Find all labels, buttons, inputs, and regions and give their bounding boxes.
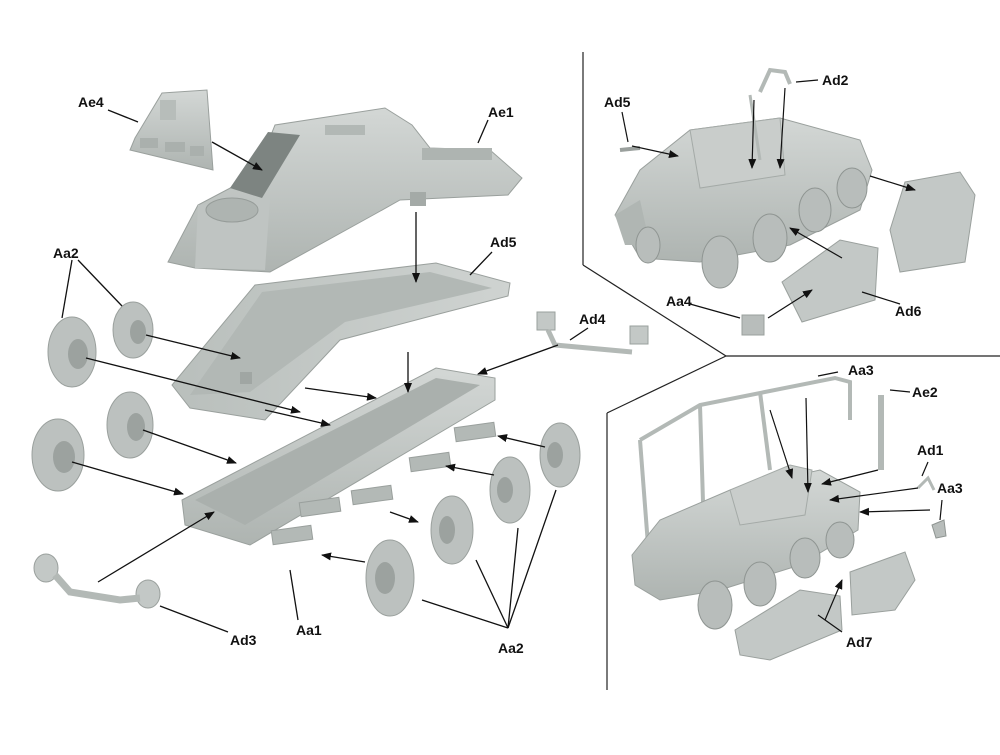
part-aa1	[181, 367, 497, 546]
leader-ae2	[889, 389, 911, 393]
divider-bottom-diagonal	[606, 355, 727, 414]
label-ad2: Ad2	[822, 72, 849, 88]
label-aa3-top: Aa3	[848, 362, 874, 378]
arrow-wheel-1	[145, 334, 241, 360]
leader-aa2-a	[61, 259, 73, 319]
wheel	[112, 301, 154, 359]
label-aa2-left: Aa2	[53, 245, 79, 261]
label-aa2-bottom: Aa2	[498, 640, 524, 656]
arrow-aa3-top-a	[769, 409, 794, 479]
leader-ad1	[921, 461, 929, 477]
leader-ad4	[569, 327, 589, 341]
arrow-ae4-to-ae1	[211, 141, 263, 171]
label-ad1: Ad1	[917, 442, 944, 458]
inset-top-vehicle	[614, 67, 976, 336]
arrow-wheel-4	[71, 461, 184, 496]
leader-ae1	[477, 119, 489, 144]
wheel	[47, 316, 97, 388]
arrow-aa3-right	[859, 507, 931, 516]
label-ad5-main: Ad5	[490, 234, 517, 250]
leader-ad5-inset	[621, 111, 629, 143]
label-ae4: Ae4	[78, 94, 104, 110]
arrow-ad4	[477, 344, 559, 375]
arrow-aa4	[767, 289, 813, 319]
leader-aa4	[689, 303, 741, 319]
arrow-ad3	[97, 511, 215, 583]
arrow-ad5-to-chassis	[304, 387, 377, 401]
leader-ad7	[817, 614, 843, 633]
leader-lines-top-inset	[621, 79, 916, 319]
leader-lines-bottom-inset	[769, 371, 943, 633]
leader-aa2-b	[77, 259, 123, 307]
label-aa1: Aa1	[296, 622, 322, 638]
label-aa3-right: Aa3	[937, 480, 963, 496]
arrow-ad6	[789, 227, 843, 259]
wheel	[365, 539, 415, 617]
leader-aa3-top	[817, 371, 839, 377]
arrow-ad7	[824, 579, 843, 621]
leader-ad3	[159, 605, 229, 633]
divider-top-diagonal	[582, 264, 727, 357]
part-ad5	[171, 262, 511, 421]
part-ae1	[167, 107, 523, 273]
label-aa4: Aa4	[666, 293, 692, 309]
wheel	[106, 391, 154, 459]
leader-aa2-f	[507, 489, 557, 629]
part-ae4	[129, 89, 214, 171]
part-ad4	[536, 311, 649, 355]
leader-aa2-e	[507, 527, 519, 629]
leader-ae4	[107, 109, 139, 123]
arrow-wheel-6	[445, 463, 495, 476]
arrow-aa3-top-b	[803, 397, 812, 493]
arrow-ad5-inset	[631, 145, 679, 158]
wheel	[430, 495, 474, 565]
wheel	[539, 422, 581, 488]
label-ad5-inset: Ad5	[604, 94, 631, 110]
wheels-aa2	[31, 301, 581, 617]
arrow-ad1	[829, 487, 919, 503]
label-ae1: Ae1	[488, 104, 514, 120]
inset-bottom-vehicle	[631, 375, 947, 661]
leader-aa2-c	[421, 599, 509, 629]
arrow-ad6-b	[869, 175, 916, 192]
arrow-wheel-7	[389, 511, 419, 523]
label-ad3: Ad3	[230, 632, 257, 648]
leader-ad6	[861, 291, 901, 305]
leader-aa2-d	[475, 559, 509, 629]
label-ad4: Ad4	[579, 311, 606, 327]
label-ad6: Ad6	[895, 303, 922, 319]
arrow-wheel-5	[497, 434, 546, 448]
wheel	[489, 456, 531, 524]
leader-aa3-right	[939, 499, 943, 521]
arrow-ad5-lower	[264, 409, 331, 427]
arrow-wheel-8	[321, 552, 366, 563]
part-ad3	[33, 553, 161, 609]
leader-lines-main	[61, 109, 589, 633]
arrow-wheel-3	[142, 429, 237, 464]
leader-ad5	[469, 251, 493, 276]
panel-dividers	[582, 52, 1000, 690]
label-ad7: Ad7	[846, 634, 873, 650]
arrow-ad2-b	[748, 99, 757, 169]
arrow-ad2-a	[776, 87, 786, 169]
label-ae2: Ae2	[912, 384, 938, 400]
arrow-wheel-2	[85, 357, 301, 414]
wheel	[31, 418, 85, 492]
leader-ad2	[795, 79, 819, 83]
arrow-ae2	[821, 469, 879, 486]
leader-aa1	[289, 569, 299, 621]
